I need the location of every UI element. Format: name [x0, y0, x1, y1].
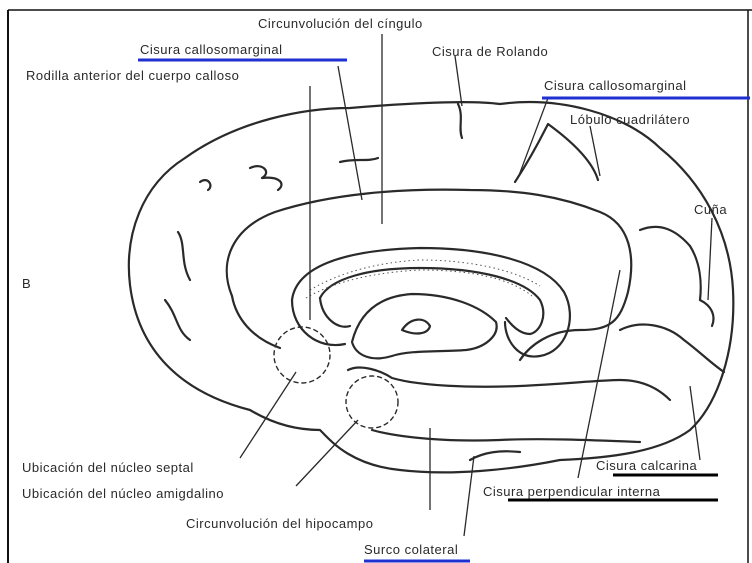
- leader-colateral: [463, 455, 475, 537]
- cuneus-fold: [698, 298, 715, 328]
- brain-outline: [127, 101, 735, 474]
- leader-rolando: [454, 55, 463, 107]
- cingulate-sulcus: [225, 188, 633, 362]
- leader-calcarina: [689, 385, 701, 461]
- amygdala-circle: [345, 375, 399, 429]
- leader-amigdalino: [295, 419, 359, 487]
- label-perpendicular: Cisura perpendicular interna: [483, 484, 661, 499]
- label-hipocampo: Circunvolución del hipocampo: [186, 516, 374, 531]
- frontal-sulcus-3: [338, 156, 380, 164]
- label-callosomarginal-2: Cisura callosomarginal: [544, 78, 687, 93]
- septal-circle: [273, 326, 331, 384]
- label-rodilla: Rodilla anterior del cuerpo calloso: [26, 68, 240, 83]
- corpus-callosum-outer: [290, 246, 572, 358]
- label-lobulo: Lóbulo cuadrilátero: [570, 112, 691, 127]
- corpus-callosum-inner: [318, 266, 545, 336]
- thalamus-notch: [400, 318, 432, 335]
- frontal-sulcus-5: [163, 298, 192, 342]
- rolando-sulcus: [456, 102, 464, 140]
- label-colateral: Surco colateral: [364, 542, 459, 557]
- leader-lobulo: [589, 125, 601, 177]
- hippocampal-gyrus: [346, 366, 672, 402]
- corpus-callosum-genu: [290, 296, 352, 347]
- label-callosomarginal-1: Cisura callosomarginal: [140, 42, 283, 57]
- hippocampal-lower: [370, 428, 642, 444]
- calcarine-sulcus: [618, 323, 726, 374]
- label-cuna: Cuña: [694, 202, 728, 217]
- frontal-sulcus-4: [176, 230, 192, 282]
- panel-letter: B: [22, 276, 32, 291]
- marginal-sulcus: [513, 122, 600, 184]
- leader-callosomarginal-1: [337, 65, 363, 201]
- leader-cuna: [707, 217, 713, 301]
- label-septal: Ubicación del núcleo septal: [22, 460, 194, 475]
- frontal-sulcus-1: [198, 179, 212, 192]
- label-calcarina: Cisura calcarina: [596, 458, 698, 473]
- label-amigdalino: Ubicación del núcleo amigdalino: [22, 486, 224, 501]
- label-rolando: Cisura de Rolando: [432, 44, 549, 59]
- cingulate-lower-edge: [230, 294, 282, 350]
- thalamus-contour: [350, 292, 498, 360]
- label-cingulo: Circunvolución del cíngulo: [258, 16, 423, 31]
- leader-callosomarginal-2: [517, 97, 549, 179]
- leader-septal: [239, 371, 297, 459]
- callosum-striations: [305, 259, 541, 299]
- frontal-sulcus-2: [248, 165, 283, 192]
- leader-perpendicular: [577, 269, 621, 479]
- collateral-sulcus: [468, 450, 522, 462]
- parieto-occipital-sulcus: [638, 225, 702, 302]
